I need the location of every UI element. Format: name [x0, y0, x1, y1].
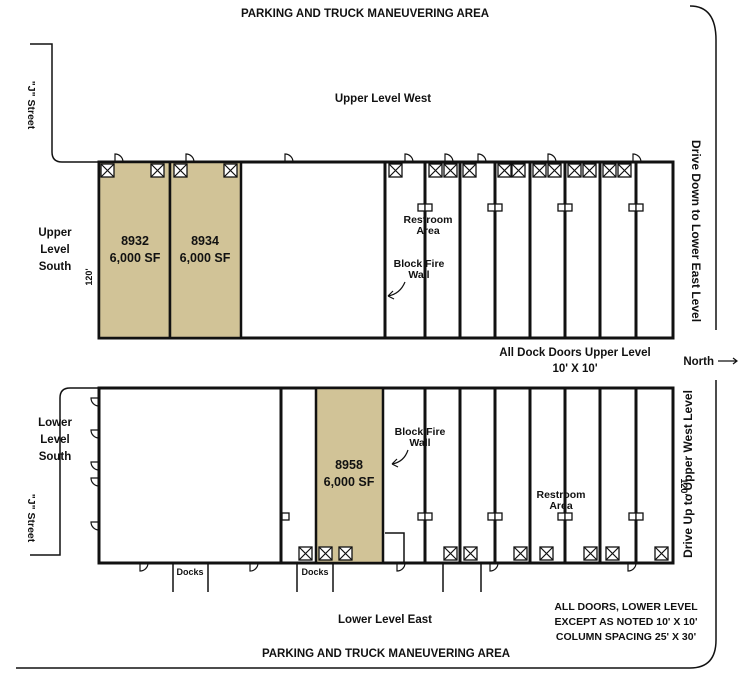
lower-level-south-3: South: [39, 451, 72, 463]
upper-restroom-markers: [417, 203, 644, 212]
dock-wells: [172, 563, 482, 592]
upper-level-south-3: South: [39, 261, 72, 273]
dock-doors-note-1: All Dock Doors Upper Level: [499, 347, 650, 359]
upper-level-south-2: Level: [40, 244, 69, 256]
restroom-upper-2: Area: [416, 225, 440, 237]
restroom-lower-1: Restroom: [536, 489, 585, 501]
unit-8958-area: 6,000 SF: [324, 475, 375, 489]
upper-dock-doors: [100, 163, 632, 178]
unit-8934-area: 6,000 SF: [180, 251, 231, 265]
site-boundary-top: [30, 43, 100, 163]
unit-8934-number: 8934: [191, 234, 219, 248]
lower-level-east-label: Lower Level East: [338, 614, 432, 626]
unit-8932-number: 8932: [121, 234, 149, 248]
north-arrow-icon: [718, 357, 738, 365]
unit-8932-area: 6,000 SF: [110, 251, 161, 265]
upper-building: [97, 160, 675, 340]
restroom-lower-2: Area: [549, 500, 573, 512]
dock-doors-note-2: 10' X 10': [552, 363, 597, 375]
restroom-upper-1: Restroom: [403, 214, 452, 226]
drive-up-label: Drive Up to Upper West Level: [681, 390, 695, 558]
fire-wall-arrow-upper: [387, 281, 406, 300]
fire-wall-lower-1: Block Fire: [395, 426, 446, 438]
upper-level-south-1: Upper: [38, 227, 72, 239]
bottom-parking-label: PARKING AND TRUCK MANEUVERING AREA: [262, 648, 510, 660]
upper-dimension-120: 120': [84, 268, 94, 285]
upper-man-doors: [114, 153, 642, 163]
lower-restroom-markers: [281, 512, 644, 521]
top-parking-label: PARKING AND TRUCK MANEUVERING AREA: [241, 8, 489, 20]
site-boundary-left-lower: [30, 387, 100, 556]
lower-south-man-doors: [139, 562, 637, 572]
site-boundary-right-lower: [16, 380, 717, 669]
notes-line-3: COLUMN SPACING 25' X 30': [556, 631, 696, 643]
lower-dock-doors: [298, 546, 669, 561]
drive-down-label: Drive Down to Lower East Level: [689, 140, 703, 322]
notes-line-1: ALL DOORS, LOWER LEVEL: [554, 601, 698, 613]
j-street-label-bottom: "J" Street: [25, 494, 37, 543]
notes-line-2: EXCEPT AS NOTED 10' X 10': [555, 616, 698, 628]
north-label: North: [683, 356, 714, 368]
fire-wall-arrow-lower: [391, 449, 409, 468]
j-street-label-top: "J" Street: [25, 81, 37, 130]
lower-dimension-120: 120': [679, 478, 689, 495]
unit-8958[interactable]: [314, 386, 385, 565]
fire-wall-lower-2: Wall: [409, 437, 430, 449]
lower-level-south-1: Lower: [38, 417, 72, 429]
docks-label-2: Docks: [301, 567, 328, 577]
unit-8958-number: 8958: [335, 458, 363, 472]
fire-wall-upper-1: Block Fire: [394, 258, 445, 270]
fire-wall-upper-2: Wall: [408, 269, 429, 281]
unit-8932[interactable]: [97, 160, 172, 340]
upper-level-west-label: Upper Level West: [335, 93, 431, 105]
lower-west-man-doors: [90, 397, 100, 531]
unit-8934[interactable]: [168, 160, 243, 340]
docks-label-1: Docks: [176, 567, 203, 577]
lower-level-south-2: Level: [40, 434, 69, 446]
lower-building: [97, 386, 675, 565]
site-boundary-right: [689, 5, 717, 330]
